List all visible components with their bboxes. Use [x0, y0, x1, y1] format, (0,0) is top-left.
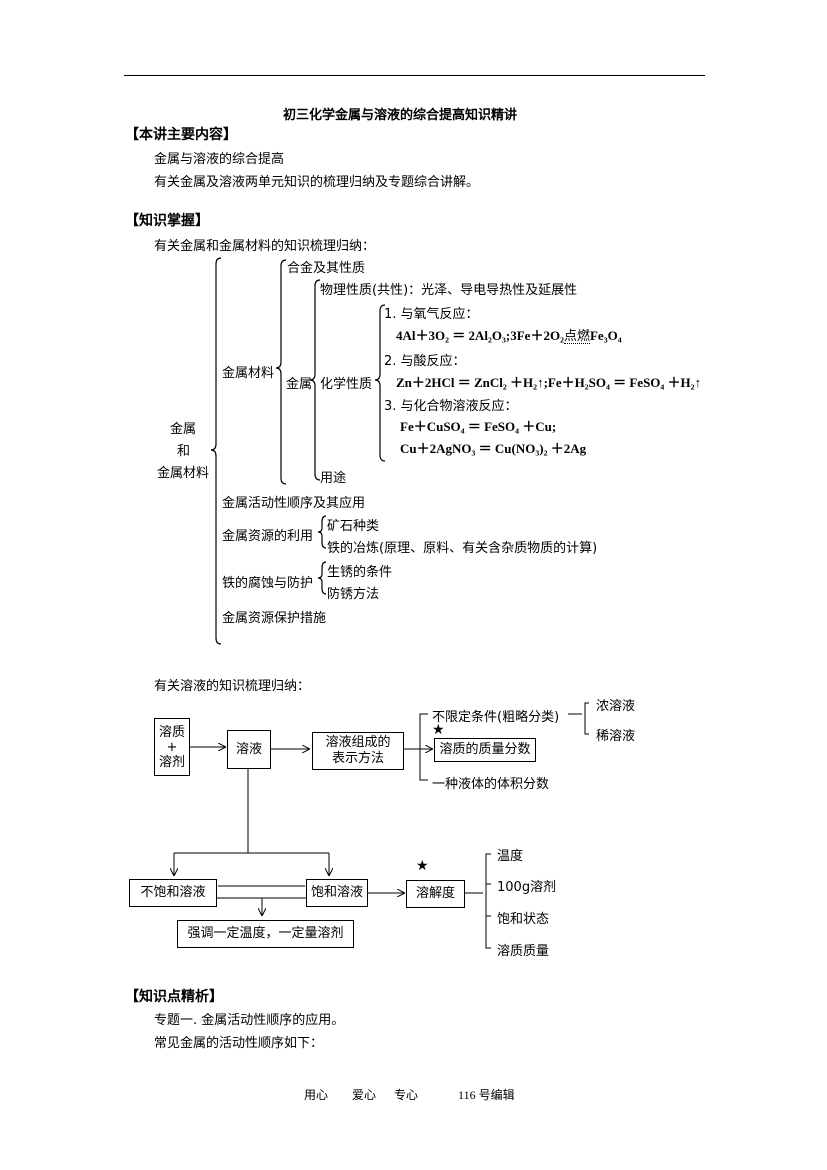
label-100g-solvent: 100g溶剂 — [497, 880, 557, 895]
top-rule — [124, 75, 705, 76]
box-solution-label: 溶液 — [235, 741, 262, 757]
page-title: 初三化学金属与溶液的综合提高知识精讲 — [283, 108, 518, 123]
box-unsaturated: 不饱和溶液 — [129, 879, 217, 907]
star-icon: ★ — [416, 858, 429, 874]
box-solute-solvent: 溶质 + 溶剂 — [154, 718, 190, 776]
box-unsaturated-label: 不饱和溶液 — [140, 885, 206, 900]
box-solubility: 溶解度 — [406, 880, 465, 908]
box-mass-fraction-label: 溶质的质量分数 — [439, 742, 531, 757]
node-metal-materials: 金属材料 — [222, 366, 275, 381]
formula-oxygen: 4Al＋3O₂ ＝ 2Al₂O₃;3Fe＋2O₂点燃Fe₃O₄ — [396, 325, 622, 344]
tree-root-line-1: 金属 — [170, 422, 197, 437]
footer-c: 专心 — [394, 1088, 419, 1102]
heading-analysis: 【知识点精析】 — [125, 989, 223, 1005]
box-plus-label: + — [166, 739, 178, 755]
node-resource-use: 金属资源的利用 — [222, 529, 314, 544]
footer-a: 用心 — [304, 1088, 329, 1102]
label-unlimited: 不限定条件(粗略分类) — [432, 710, 560, 725]
node-chemical-properties: 化学性质 — [320, 377, 373, 392]
label-dilute: 稀溶液 — [596, 729, 636, 744]
star-icon: ★ — [432, 722, 445, 738]
formula-oxygen-condition: 点燃 — [563, 328, 590, 344]
tree-root-line-2: 和 — [177, 444, 191, 459]
footer-d: 116 号编辑 — [458, 1088, 515, 1102]
main-content-line-1: 金属与溶液的综合提高 — [154, 152, 285, 167]
node-metal: 金属 — [286, 377, 313, 392]
heading-knowledge: 【知识掌握】 — [125, 213, 209, 229]
activity-series-line: 常见金属的活动性顺序如下： — [154, 1036, 324, 1051]
node-ore-types: 矿石种类 — [327, 519, 380, 534]
box-mass-fraction: 溶质的质量分数 — [434, 738, 536, 762]
node-alloy: 合金及其性质 — [287, 261, 366, 276]
label-temperature: 温度 — [497, 849, 524, 864]
reaction-oxygen-label: 1. 与氧气反应： — [384, 307, 479, 322]
node-corrosion: 铁的腐蚀与防护 — [222, 576, 314, 591]
node-activity-series: 金属活动性顺序及其应用 — [222, 496, 366, 511]
label-volume-fraction: 一种液体的体积分数 — [432, 777, 550, 792]
box-solvent-label: 溶剂 — [158, 754, 185, 770]
main-content-line-2: 有关金属及溶液两单元知识的梳理归纳及专题综合讲解。 — [154, 175, 480, 190]
node-iron-smelting: 铁的冶炼(原理、原料、有关含杂质物质的计算) — [327, 541, 598, 556]
box-saturated-label: 饱和溶液 — [310, 885, 363, 900]
solution-intro: 有关溶液的知识梳理归纳： — [154, 679, 311, 694]
node-rust-conditions: 生锈的条件 — [327, 565, 393, 580]
box-solution: 溶液 — [227, 730, 271, 769]
box-composition-line-1: 溶液组成的 — [325, 735, 391, 750]
box-emphasis: 强调一定温度，一定量溶剂 — [177, 920, 354, 948]
formula-oxygen-main: 4Al＋3O₂ ＝ 2Al₂O₃;3Fe＋2O₂ — [396, 328, 564, 343]
formula-acid: Zn＋2HCl ＝ ZnCl₂ ＋H₂↑;Fe＋H₂SO₄ ＝ FeSO₄ ＋H… — [396, 375, 702, 390]
box-solubility-label: 溶解度 — [415, 886, 455, 901]
node-uses: 用途 — [320, 471, 347, 486]
reaction-salt-label: 3. 与化合物溶液反应： — [384, 399, 518, 414]
formula-oxygen-product: Fe₃O₄ — [589, 328, 622, 343]
label-saturated-state: 饱和状态 — [497, 912, 550, 927]
page-footer: 用心 爱心 专心 116 号编辑 — [304, 1086, 515, 1103]
heading-main-content: 【本讲主要内容】 — [125, 127, 237, 143]
footer-b: 爱心 — [352, 1088, 377, 1102]
box-composition-line-2: 表示方法 — [331, 751, 384, 766]
tree-root-line-3: 金属材料 — [157, 466, 210, 481]
formula-salt-1: Fe＋CuSO₄ ＝ FeSO₄ ＋Cu; — [400, 419, 557, 434]
node-physical-properties: 物理性质(共性)：光泽、导电导热性及延展性 — [320, 283, 578, 298]
box-saturated: 饱和溶液 — [306, 879, 368, 907]
label-concentrated: 浓溶液 — [596, 699, 636, 714]
topic-1: 专题一. 金属活动性顺序的应用。 — [154, 1013, 345, 1028]
metal-intro: 有关金属和金属材料的知识梳理归纳： — [154, 239, 376, 254]
box-emphasis-label: 强调一定温度，一定量溶剂 — [187, 926, 344, 941]
reaction-acid-label: 2. 与酸反应： — [384, 354, 466, 369]
label-solute-mass: 溶质质量 — [497, 944, 550, 959]
node-rust-prevention: 防锈方法 — [327, 587, 380, 602]
box-composition: 溶液组成的 表示方法 — [312, 732, 404, 770]
node-resource-protection: 金属资源保护措施 — [222, 611, 327, 626]
box-solute-label: 溶质 — [158, 724, 185, 740]
formula-salt-2: Cu＋2AgNO₃ ＝ Cu(NO₃)₂ ＋2Ag — [400, 441, 587, 456]
